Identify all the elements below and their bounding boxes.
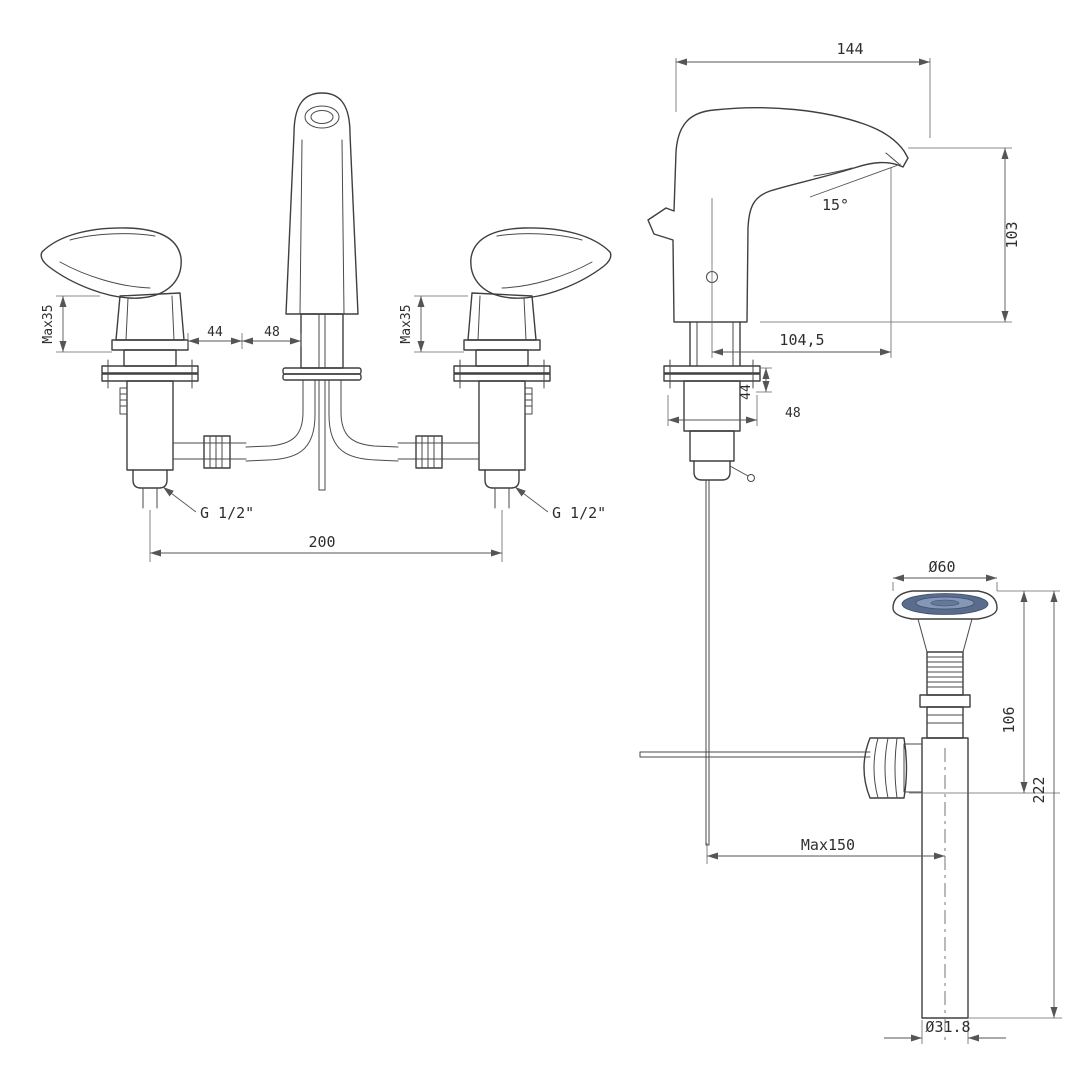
dim-g-half-left: G 1/2" [200, 504, 254, 522]
side-view-dimensions: 144 15° 103 104,5 44 48 [667, 40, 1021, 426]
dim-max35-left: Max35 [41, 304, 56, 343]
side-view: 144 15° 103 104,5 44 48 [647, 40, 1021, 846]
dim-48-front: 48 [264, 325, 280, 340]
dim-max35-right: Max35 [399, 304, 414, 343]
dim-44-front: 44 [207, 325, 223, 340]
front-view: Max35 Max35 44 48 200 G 1/2" G 1/2" [40, 92, 612, 562]
dim-48-side: 48 [785, 406, 801, 421]
dim-max150: Max150 [801, 836, 855, 854]
faucet-side-profile [647, 107, 909, 846]
dim-dia31-8: Ø31.8 [925, 1018, 970, 1036]
dim-dia60: Ø60 [928, 558, 955, 576]
right-handle [397, 227, 612, 509]
dim-222: 222 [1030, 776, 1048, 803]
drain-view-dimensions: Ø60 106 222 Max150 Ø31.8 [706, 558, 1062, 1044]
dim-106: 106 [1000, 706, 1018, 733]
left-handle [40, 227, 247, 509]
front-view-dimensions: Max35 Max35 44 48 200 G 1/2" G 1/2" [41, 295, 606, 562]
dim-103: 103 [1003, 221, 1021, 248]
dim-44-side: 44 [739, 384, 754, 400]
spout-front [245, 92, 399, 491]
drain-view: Ø60 106 222 Max150 Ø31.8 [639, 558, 1062, 1044]
dim-200: 200 [308, 533, 335, 551]
popup-drain [639, 590, 998, 1044]
dim-g-half-right: G 1/2" [552, 504, 606, 522]
dim-104-5: 104,5 [779, 331, 824, 349]
dim-15deg: 15° [822, 196, 849, 214]
dim-144: 144 [836, 40, 863, 58]
